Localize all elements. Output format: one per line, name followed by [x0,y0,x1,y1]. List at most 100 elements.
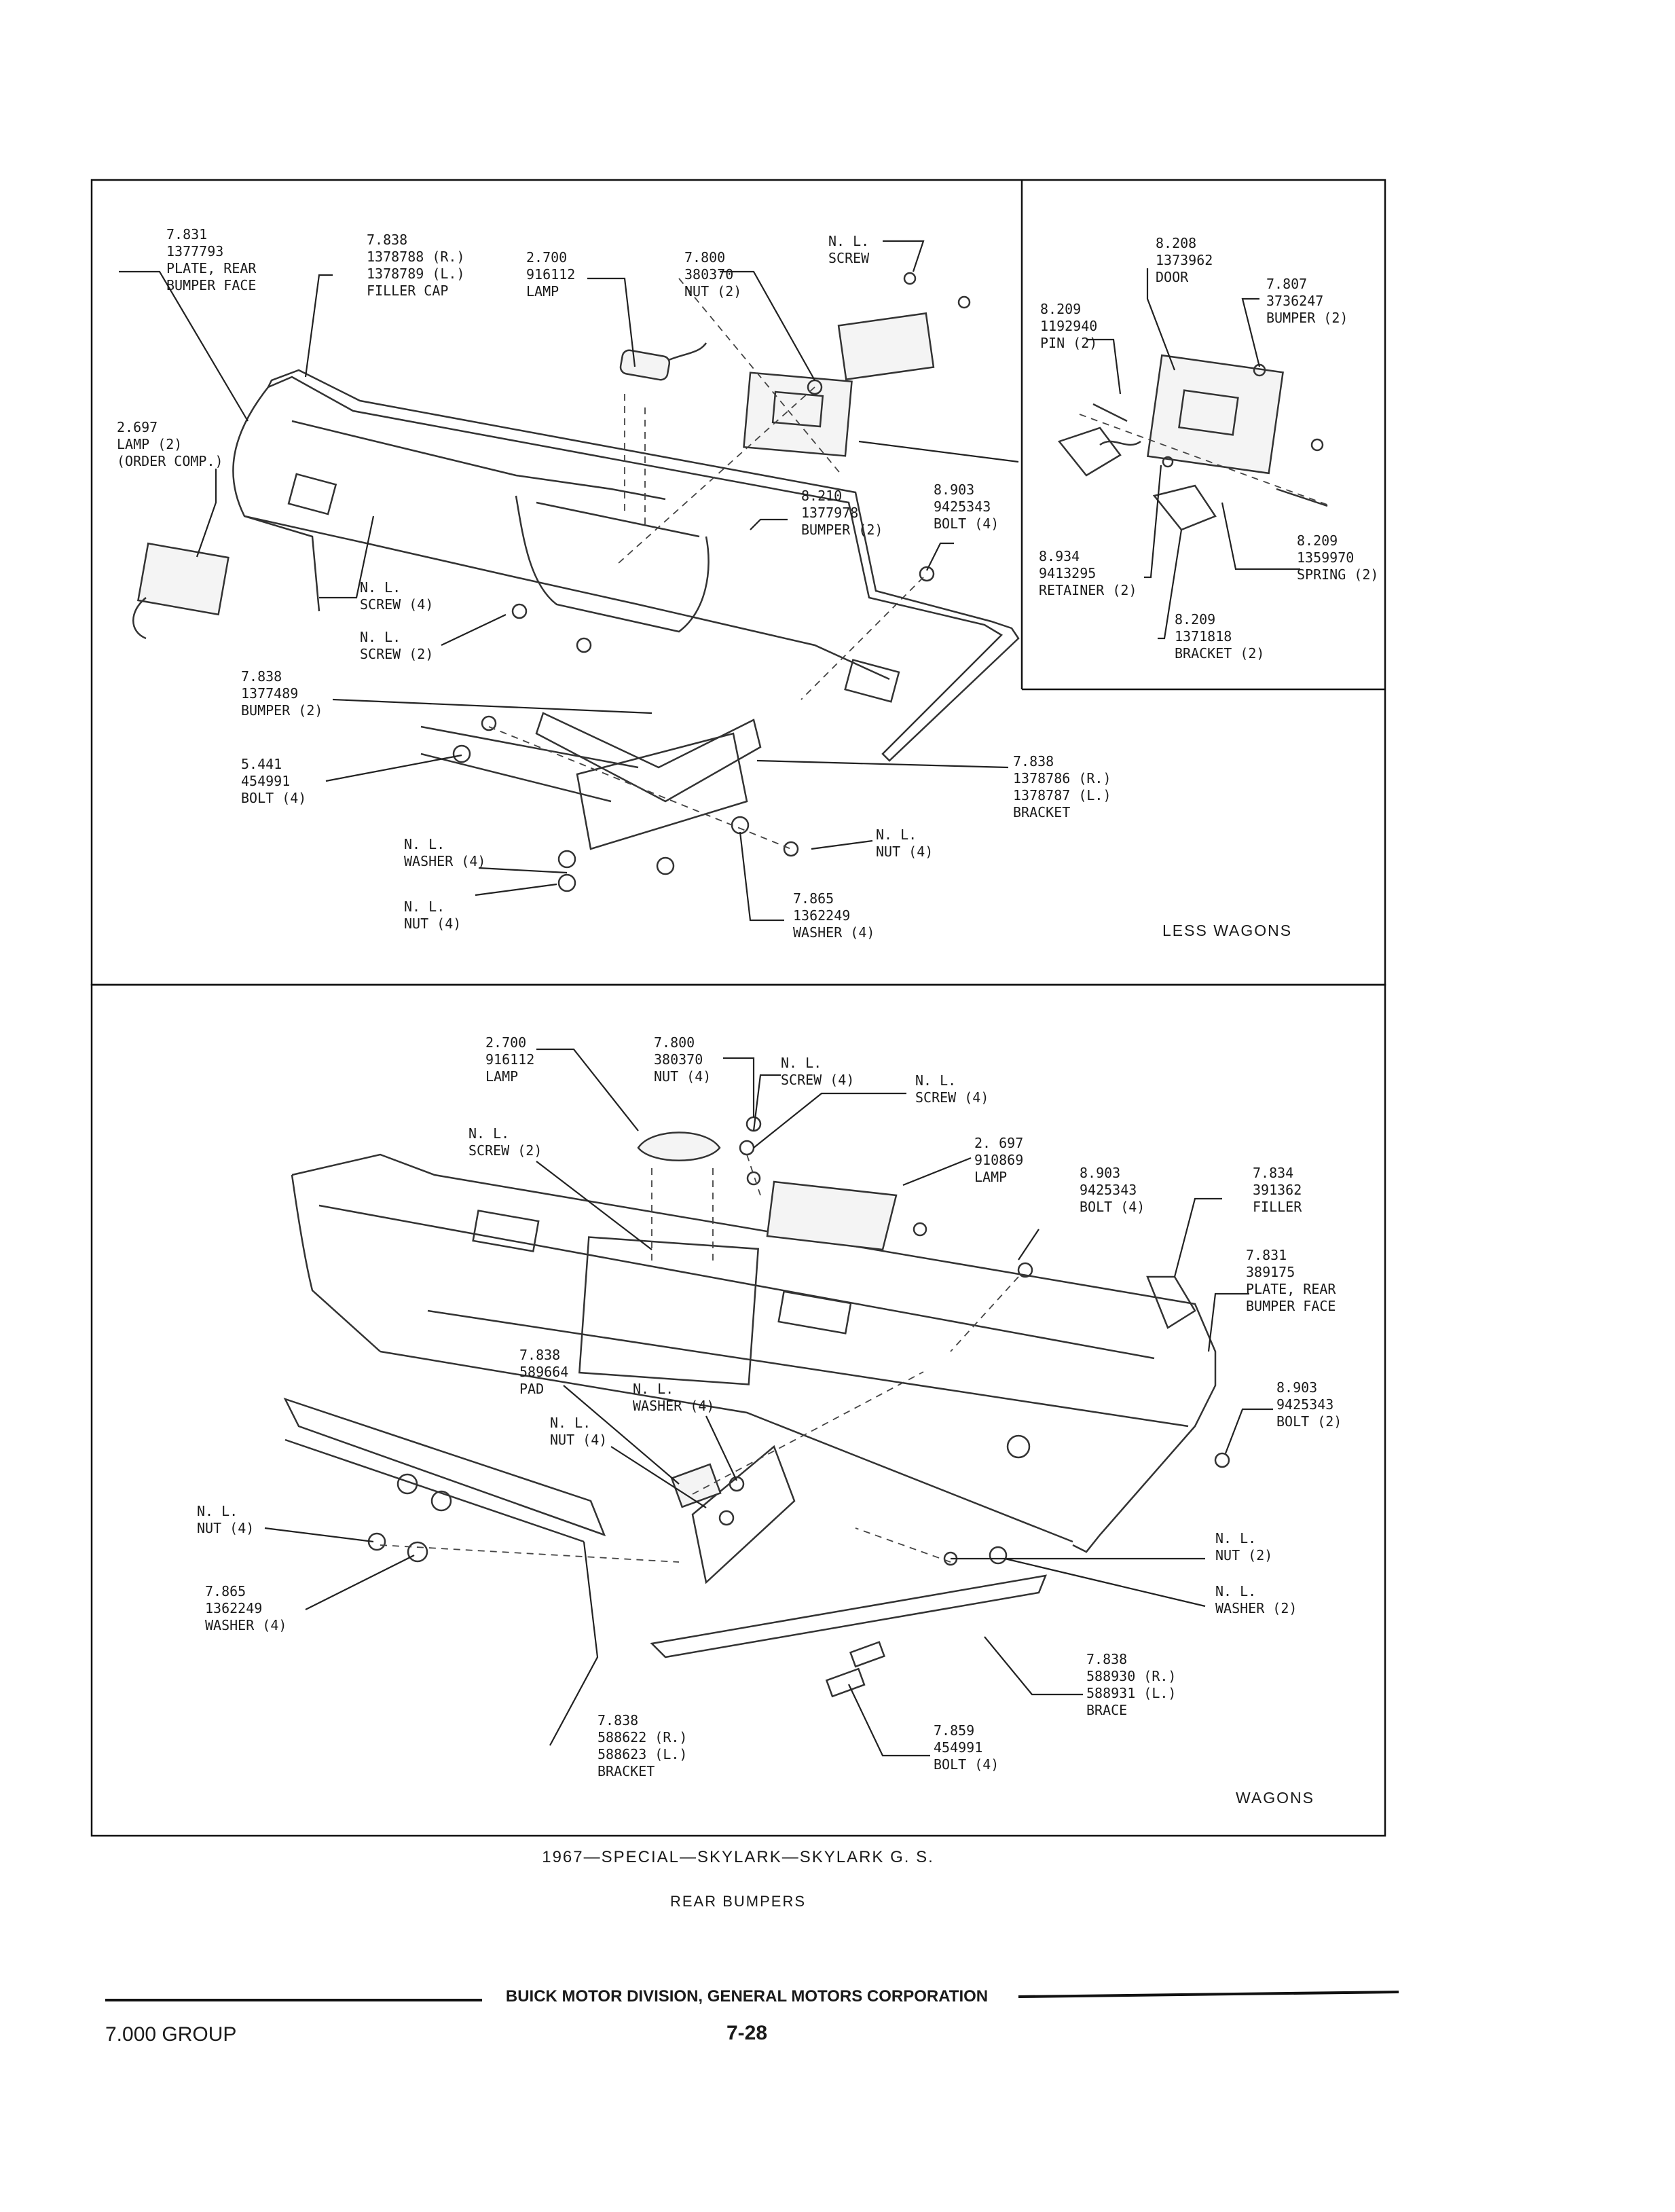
label-line: 1378786 (R.) [1013,770,1111,786]
bottom-panel-frame [90,983,1386,1837]
label-line: BUMPER (2) [1266,310,1348,326]
label-line: NUT (4) [197,1520,254,1536]
label-line: WASHER (4) [205,1617,287,1633]
panel-title-less-wagons: LESS WAGONS [1162,922,1292,939]
label-washer-nl: N. L.WASHER (4) [404,836,485,869]
footer-group: 7.000 GROUP [105,2023,236,2046]
label-line: 8.209 [1297,532,1338,549]
label-line: 9413295 [1039,565,1096,581]
label-line: 5.441 [241,756,282,772]
label-line: SPRING (2) [1297,566,1378,583]
label-line: LAMP [974,1169,1007,1185]
label-line: BRACKET [597,1763,655,1779]
label-line: 7.865 [793,890,834,907]
label-screw-nl-top: N. L.SCREW [828,233,870,266]
label-line: N. L. [1215,1530,1256,1546]
caption-subtitle: REAR BUMPERS [670,1893,806,1910]
label-line: PAD [519,1381,544,1397]
label-line: 1377489 [241,685,298,702]
label-line: N. L. [915,1072,956,1089]
label-line: BRACE [1086,1702,1127,1718]
label-line: N. L. [1215,1583,1256,1599]
label-line: 7.838 [367,232,407,248]
footer-division: BUICK MOTOR DIVISION, GENERAL MOTORS COR… [506,1987,988,2006]
label-nut-nl-right: N. L.NUT (4) [876,827,933,860]
label-line: 7.807 [1266,276,1307,292]
label-line: 589664 [519,1364,568,1380]
label-line: 8.209 [1175,611,1215,628]
label-line: PIN (2) [1040,335,1097,351]
label-line: N. L. [781,1055,822,1071]
label-line: 1359970 [1297,549,1354,566]
label-line: 1377793 [166,243,223,259]
label-line: N. L. [404,899,445,915]
label-line: 8.210 [801,488,842,504]
label-line: 7.800 [654,1034,695,1051]
label-line: 2.700 [526,249,567,266]
label-line: 9425343 [1276,1396,1333,1413]
label-line: 1362249 [205,1600,262,1616]
label-line: BOLT (4) [1080,1199,1145,1215]
label-line: 588930 (R.) [1086,1668,1176,1684]
label-line: 588931 (L.) [1086,1685,1176,1701]
label-line: 7.838 [597,1712,638,1728]
bumper-drawing-top [132,272,1020,892]
label-line: 8.934 [1039,548,1080,564]
label-line: 1362249 [793,907,850,924]
label-line: 454991 [934,1739,982,1756]
label-line: 9425343 [934,498,991,515]
label-line: SCREW (4) [360,596,433,613]
label-line: PLATE, REAR [166,260,257,276]
label-line: 7.800 [684,249,725,266]
label-screw-2-w: N. L.SCREW (2) [468,1125,542,1159]
label-line: 910869 [974,1152,1023,1168]
label-line: (ORDER COMP.) [117,453,223,469]
footer-rule-right [1018,1991,1399,1998]
label-line: BOLT (4) [934,1756,999,1773]
label-line: 1373962 [1156,252,1213,268]
inset-drawing [1057,354,1331,531]
label-line: 7.838 [1013,753,1054,769]
label-line: 7.831 [1246,1247,1287,1263]
top-panel-frame [90,179,1386,986]
label-line: LAMP [526,283,559,300]
label-line: PLATE, REAR [1246,1281,1336,1297]
label-line: 7.831 [166,226,207,242]
label-line: 1378787 (L.) [1013,787,1111,803]
label-line: 7.865 [205,1583,246,1599]
label-line: SCREW (4) [781,1072,854,1088]
caption-title: 1967—SPECIAL—SKYLARK—SKYLARK G. S. [542,1848,934,1866]
label-line: SCREW (4) [915,1089,989,1106]
label-line: N. L. [876,827,917,843]
label-line: 391362 [1253,1182,1302,1198]
label-line: 916112 [485,1051,534,1068]
label-line: BUMPER (2) [241,702,323,719]
label-line: WASHER (4) [633,1398,714,1414]
label-line: 8.903 [934,482,974,498]
label-nut-2-w: N. L.NUT (2) [1215,1530,1272,1563]
label-line: RETAINER (2) [1039,582,1137,598]
label-line: 380370 [684,266,733,283]
label-line: BOLT (2) [1276,1413,1342,1430]
label-line: 8.208 [1156,235,1196,251]
label-line: 7.834 [1253,1165,1293,1181]
